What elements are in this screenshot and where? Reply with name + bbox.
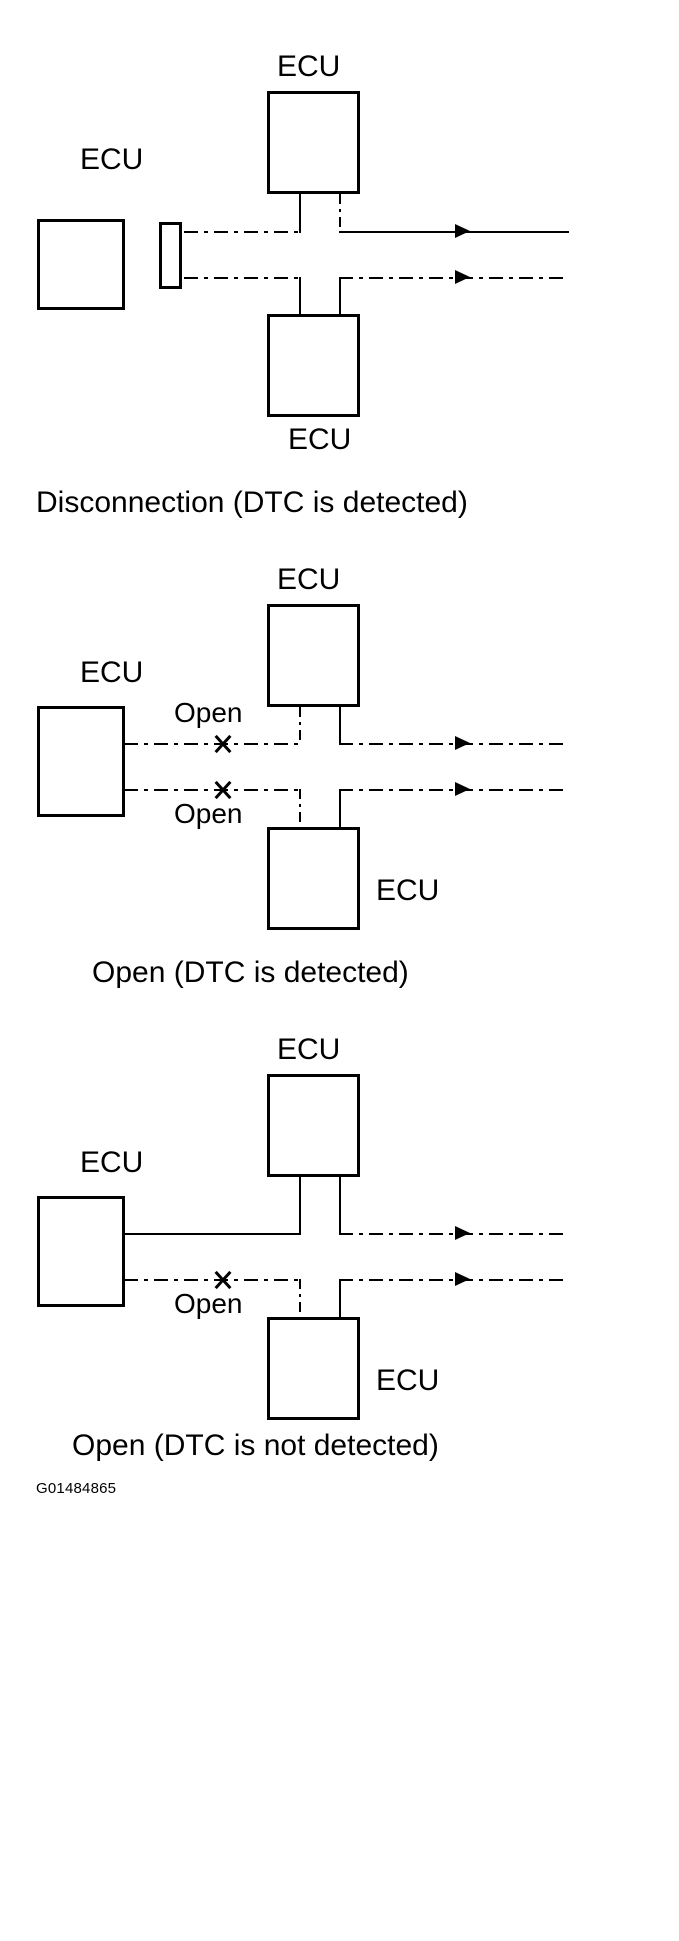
left-ecu-box [37,219,125,310]
left-ecu-box [37,706,125,817]
bottom-bus-right-segment [339,789,569,791]
bottom-ecu-left-leg [299,277,301,316]
diagram-caption: Disconnection (DTC is detected) [36,486,468,519]
left-ecu-label: ECU [80,143,144,176]
bottom-ecu-right-leg [339,789,341,829]
top-ecu-box [267,91,360,194]
diagram-caption: Open (DTC is not detected) [72,1429,439,1462]
top-ecu-left-leg [299,1177,301,1235]
top-ecu-right-leg [339,194,341,233]
top-ecu-box [267,604,360,707]
bottom-ecu-label: ECU [288,423,352,456]
bottom-ecu-label: ECU [376,874,440,907]
top-ecu-label: ECU [277,563,341,596]
top-ecu-right-leg [339,1177,341,1235]
bottom-ecu-left-leg [299,789,301,829]
top-bus-right-segment [339,231,569,233]
top-ecu-left-leg [299,707,301,745]
top-bus-right-segment [339,1233,569,1235]
open-break-marker-top [212,733,234,755]
figure-id-label: G01484865 [36,1480,117,1497]
bottom-ecu-box [267,827,360,930]
bottom-ecu-box [267,314,360,417]
top-bus-arrow-icon [455,736,470,750]
open-label-bottom: Open [174,798,243,829]
left-ecu-box [37,1196,125,1307]
bottom-ecu-box [267,1317,360,1420]
bottom-bus-right-segment [339,277,569,279]
bottom-bus-arrow-icon [455,270,470,284]
bottom-ecu-right-leg [339,277,341,316]
top-ecu-label: ECU [277,50,341,83]
top-ecu-right-leg [339,707,341,745]
diagram-caption: Open (DTC is detected) [92,956,409,989]
open-label-top: Open [174,697,243,728]
top-bus-arrow-icon [455,1226,470,1240]
bottom-bus-left-segment [184,277,300,279]
top-bus-left-segment [124,1233,300,1235]
bottom-ecu-left-leg [299,1279,301,1319]
left-ecu-label: ECU [80,656,144,689]
bottom-bus-arrow-icon [455,1272,470,1286]
top-bus-arrow-icon [455,224,470,238]
left-ecu-label: ECU [80,1146,144,1179]
bottom-ecu-label: ECU [376,1364,440,1397]
top-ecu-left-leg [299,194,301,233]
top-bus-left-segment [184,231,300,233]
open-label-bottom: Open [174,1288,243,1319]
top-ecu-label: ECU [277,1033,341,1066]
bottom-bus-right-segment [339,1279,569,1281]
bottom-bus-arrow-icon [455,782,470,796]
top-ecu-box [267,1074,360,1177]
bottom-ecu-right-leg [339,1279,341,1319]
connector-block [159,222,182,289]
top-bus-right-segment [339,743,569,745]
